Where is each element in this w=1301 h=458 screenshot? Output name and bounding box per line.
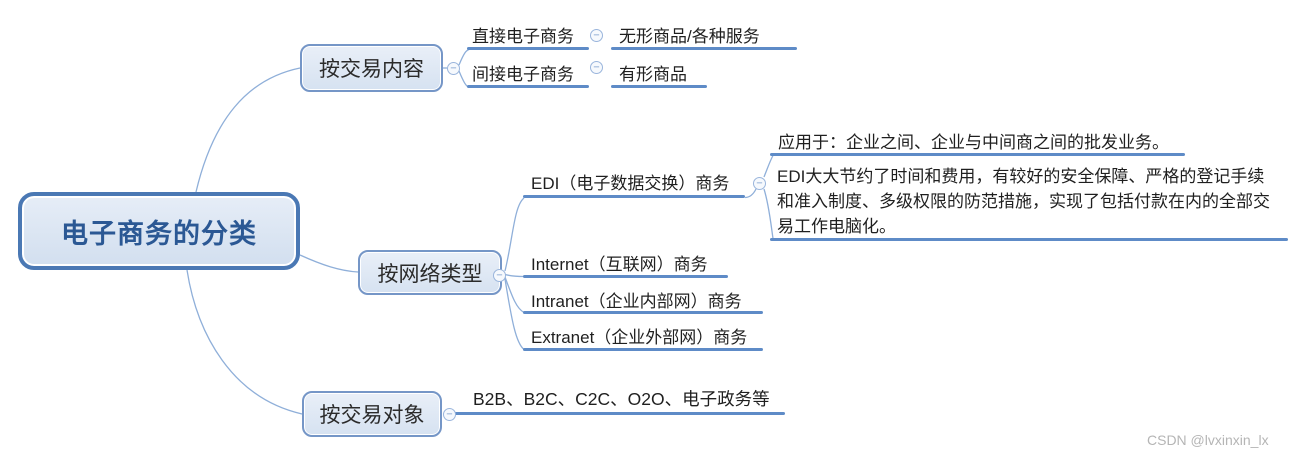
child-b2b-list[interactable]: B2B、B2C、C2C、O2O、电子政务等 xyxy=(473,389,770,409)
node-underline xyxy=(523,311,763,314)
minus-glyph: − xyxy=(593,61,600,73)
child-direct-ecommerce[interactable]: 直接电子商务 xyxy=(472,27,574,46)
connector-curve xyxy=(195,67,301,193)
connector-curve xyxy=(763,155,774,178)
minus-glyph: − xyxy=(756,177,763,189)
grandchild-intangible-goods[interactable]: 无形商品/各种服务 xyxy=(619,27,760,46)
collapse-icon[interactable]: − xyxy=(590,29,603,42)
connector-curve xyxy=(458,48,470,66)
connector-curve xyxy=(186,269,303,415)
branch-network-type[interactable]: 按网络类型 xyxy=(358,250,502,295)
node-underline xyxy=(467,47,589,50)
node-underline xyxy=(523,195,745,198)
connector-curve xyxy=(299,254,359,273)
connector-curve xyxy=(504,278,525,351)
child-intranet-commerce[interactable]: Intranet（企业内部网）商务 xyxy=(531,292,742,311)
node-underline xyxy=(770,238,1288,241)
note-edi-benefits[interactable]: EDI大大节约了时间和费用，有较好的安全保障、严格的登记手续和准入制度、多级权限… xyxy=(777,167,1270,236)
branch-transaction-content[interactable]: 按交易内容 xyxy=(300,44,443,92)
collapse-icon[interactable]: − xyxy=(753,177,766,190)
collapse-icon[interactable]: − xyxy=(590,61,603,74)
child-edi-commerce[interactable]: EDI（电子数据交换）商务 xyxy=(531,174,730,193)
child-indirect-ecommerce[interactable]: 间接电子商务 xyxy=(472,65,574,84)
node-underline xyxy=(770,153,1185,156)
node-underline xyxy=(523,275,728,278)
grandchild-tangible-goods[interactable]: 有形商品 xyxy=(619,65,687,84)
connector-curve xyxy=(744,188,757,199)
child-extranet-commerce[interactable]: Extranet（企业外部网）商务 xyxy=(531,328,748,347)
minus-glyph: − xyxy=(593,29,600,41)
connector-curve xyxy=(504,197,525,272)
connector-curve xyxy=(763,188,774,239)
minus-glyph: − xyxy=(446,408,453,420)
node-underline xyxy=(454,412,785,415)
minus-glyph: − xyxy=(496,269,503,281)
node-underline xyxy=(611,85,707,88)
watermark: CSDN @lvxinxin_lx xyxy=(1147,432,1269,448)
root-node[interactable]: 电子商务的分类 xyxy=(18,192,300,270)
node-underline xyxy=(611,47,797,50)
minus-glyph: − xyxy=(450,62,457,74)
connector-curve xyxy=(504,273,525,278)
node-underline xyxy=(523,348,763,351)
node-underline xyxy=(467,85,589,88)
connector-curve xyxy=(504,276,525,314)
collapse-icon[interactable]: − xyxy=(443,408,456,421)
child-internet-commerce[interactable]: Internet（互联网）商务 xyxy=(531,255,708,274)
branch-transaction-object[interactable]: 按交易对象 xyxy=(302,391,442,437)
collapse-icon[interactable]: − xyxy=(447,62,460,75)
note-edi-application[interactable]: 应用于：企业之间、企业与中间商之间的批发业务。 xyxy=(778,133,1169,152)
collapse-icon[interactable]: − xyxy=(493,269,506,282)
